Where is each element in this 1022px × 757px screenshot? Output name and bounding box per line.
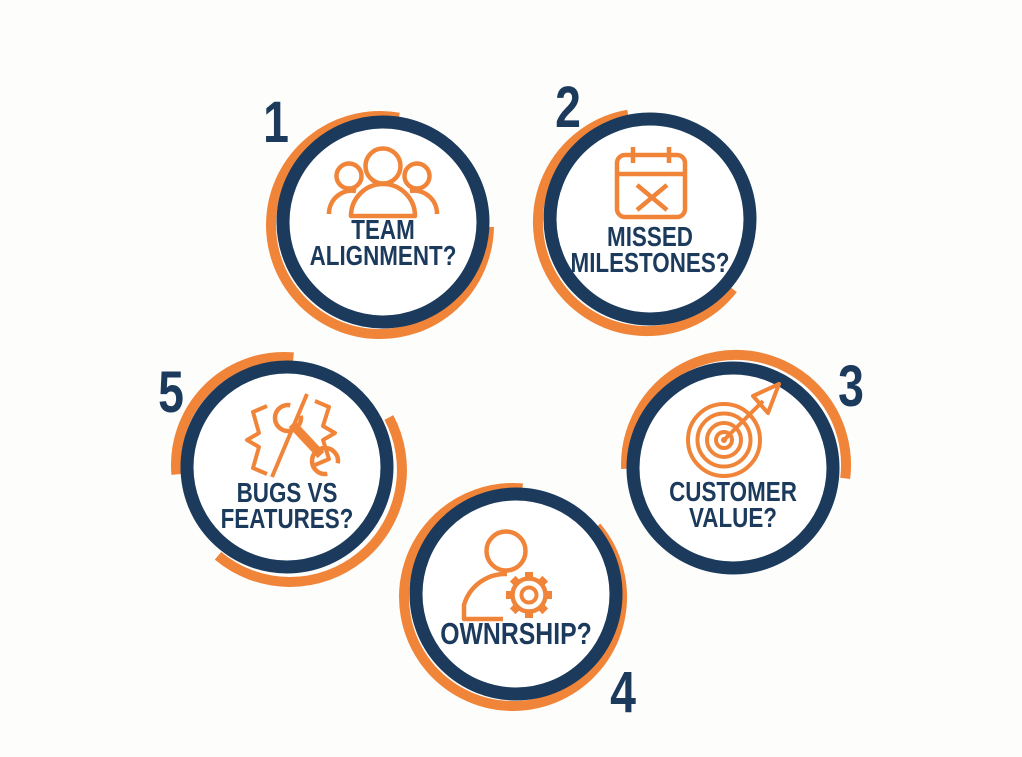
team-people-icon bbox=[326, 146, 440, 219]
circle-2-label: MISSED MILESTONES? bbox=[554, 221, 746, 278]
step-circle-4 bbox=[399, 482, 628, 711]
circle-1-label: TEAM ALIGNMENT? bbox=[287, 214, 479, 271]
label-line: MILESTONES? bbox=[570, 247, 730, 278]
step-circle-1 bbox=[266, 111, 494, 340]
circle-ring bbox=[276, 115, 490, 329]
label-line: TEAM bbox=[351, 214, 415, 245]
step-number-2: 2 bbox=[555, 74, 581, 140]
step-circle-5 bbox=[170, 351, 407, 587]
label-line: MISSED bbox=[607, 221, 693, 252]
person-gear-icon bbox=[461, 529, 552, 622]
label-line: FEATURES? bbox=[220, 503, 354, 534]
circle-ring bbox=[180, 360, 394, 574]
step-circle-3 bbox=[621, 349, 851, 575]
circle-ring bbox=[626, 361, 840, 575]
label-line: VALUE? bbox=[689, 502, 777, 533]
label-line: BUGS VS bbox=[236, 477, 338, 508]
orange-arc bbox=[399, 482, 628, 711]
missed-calendar-icon bbox=[614, 147, 688, 220]
step-number-4: 4 bbox=[610, 659, 636, 725]
orange-arc bbox=[214, 415, 407, 587]
label-line: OWNRSHIP? bbox=[440, 616, 592, 651]
orange-arc bbox=[532, 109, 737, 336]
orange-arc bbox=[621, 349, 851, 480]
circle-5-label: BUGS VS FEATURES? bbox=[191, 477, 383, 534]
orange-arc bbox=[170, 351, 294, 475]
circle-4-label: OWNRSHIP? bbox=[420, 618, 612, 650]
circle-ring bbox=[409, 487, 623, 701]
step-number-3: 3 bbox=[838, 353, 864, 419]
label-line: ALIGNMENT? bbox=[309, 240, 457, 271]
orange-arc bbox=[266, 111, 494, 340]
circle-3-label: CUSTOMER VALUE? bbox=[637, 476, 829, 533]
braces-wrench-icon bbox=[245, 393, 341, 478]
step-number-5: 5 bbox=[158, 359, 184, 425]
step-number-1: 1 bbox=[263, 89, 289, 155]
target-arrow-icon bbox=[686, 382, 781, 478]
step-circle-2 bbox=[532, 109, 757, 336]
label-line: CUSTOMER bbox=[669, 476, 797, 507]
